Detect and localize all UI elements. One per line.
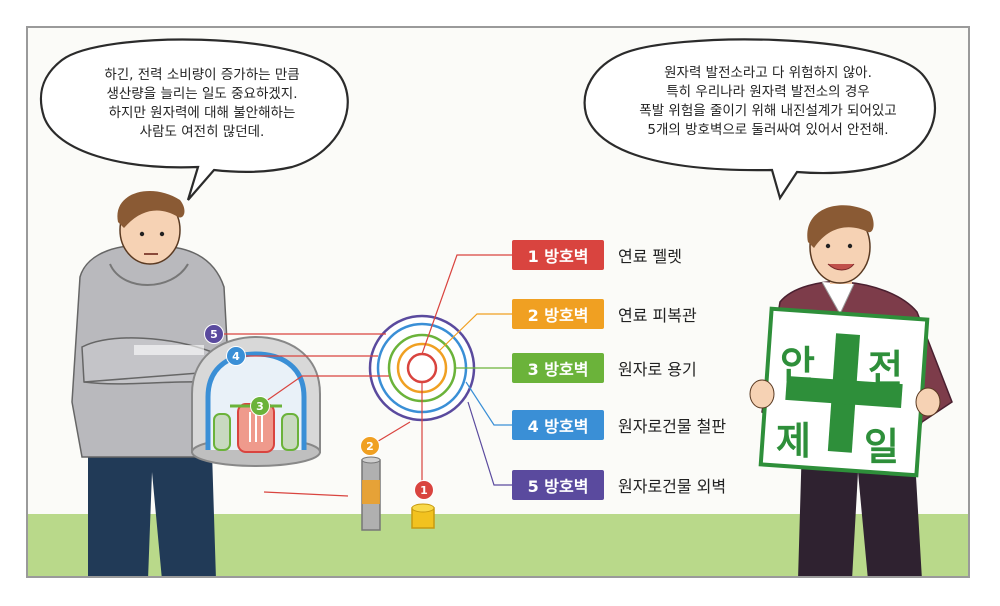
- right-speech-bubble: [583, 38, 936, 201]
- left-person: [71, 191, 231, 576]
- fuel-rod: [361, 456, 381, 531]
- left-speech-bubble: [39, 38, 349, 201]
- legend-row-barrier-5: 5 방호벽 원자로건물 외벽: [512, 470, 726, 500]
- marker-3: 3: [250, 396, 270, 416]
- left-bubble-line: 하지만 원자력에 대해 불안해하는: [108, 105, 296, 121]
- sign-char-an: 안: [780, 343, 815, 387]
- legend-row-barrier-4: 4 방호벽 원자로건물 철판: [512, 410, 726, 440]
- right-bubble-text: 원자력 발전소라고 다 위험하지 않아. 특히 우리나라 원자력 발전소의 경우…: [588, 64, 948, 140]
- illustration-frame: 하긴, 전력 소비량이 증가하는 만큼 생산량을 늘리는 일도 중요하겠지. 하…: [26, 26, 970, 578]
- legend-row-barrier-3: 3 방호벽 원자로 용기: [512, 353, 697, 383]
- barrier-2-label: 연료 피복관: [618, 306, 697, 325]
- barrier-5-label: 원자로건물 외벽: [618, 477, 727, 496]
- marker-4: 4: [226, 346, 246, 366]
- reactor-building: [191, 335, 321, 467]
- left-bubble-text: 하긴, 전력 소비량이 증가하는 만큼 생산량을 늘리는 일도 중요하겠지. 하…: [62, 66, 342, 142]
- left-bubble-line: 하긴, 전력 소비량이 증가하는 만큼: [104, 67, 300, 83]
- marker-1: 1: [414, 480, 434, 500]
- leader-lines: [216, 254, 514, 497]
- barrier-4-label: 원자로건물 철판: [618, 417, 727, 436]
- marker-5: 5: [204, 324, 224, 344]
- right-bubble-line: 원자력 발전소라고 다 위험하지 않아.: [664, 65, 872, 81]
- sign-char-il: 일: [864, 425, 899, 469]
- barrier-3-label: 원자로 용기: [618, 360, 697, 379]
- sign-char-jeon: 전: [868, 347, 903, 391]
- legend-row-barrier-1: 1 방호벽 연료 펠렛: [512, 240, 682, 270]
- scene-canvas: [28, 38, 968, 576]
- safety-sign: [749, 306, 941, 478]
- marker-2: 2: [360, 436, 380, 456]
- sign-char-je: 제: [776, 419, 811, 463]
- barrier-1-badge: 1 방호벽: [512, 240, 604, 270]
- barrier-4-badge: 4 방호벽: [512, 410, 604, 440]
- left-bubble-line: 생산량을 늘리는 일도 중요하겠지.: [106, 86, 298, 102]
- right-bubble-line: 특히 우리나라 원자력 발전소의 경우: [666, 84, 870, 100]
- right-bubble-line: 5개의 방호벽으로 둘러싸여 있어서 안전해.: [647, 122, 889, 138]
- barrier-1-label: 연료 펠렛: [618, 247, 682, 266]
- left-bubble-line: 사람도 여전히 많던데.: [139, 124, 265, 140]
- legend-row-barrier-2: 2 방호벽 연료 피복관: [512, 299, 697, 329]
- fuel-pellet: [411, 503, 435, 529]
- right-bubble-line: 폭발 위험을 줄이기 위해 내진설계가 되어있고: [639, 103, 897, 119]
- barrier-5-badge: 5 방호벽: [512, 470, 604, 500]
- barrier-3-badge: 3 방호벽: [512, 353, 604, 383]
- barrier-2-badge: 2 방호벽: [512, 299, 604, 329]
